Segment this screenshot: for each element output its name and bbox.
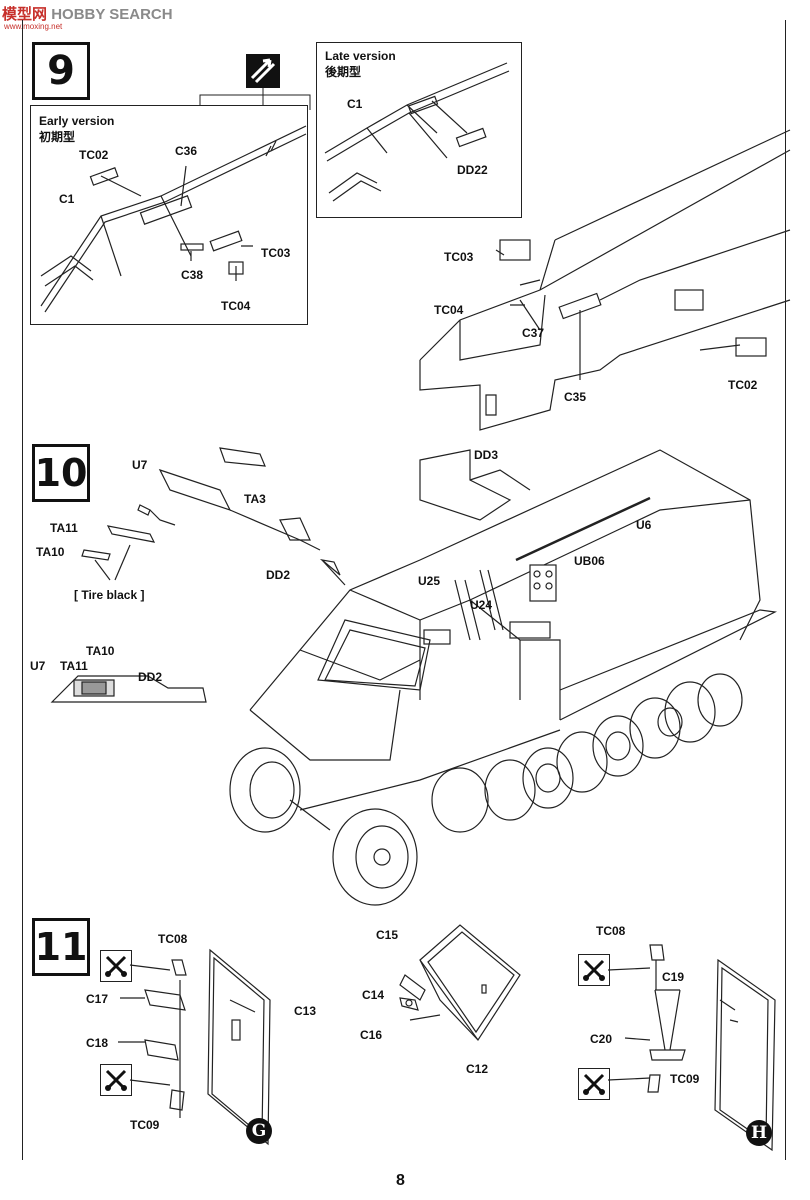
swap-arrow-icon: [246, 54, 280, 88]
label-u25: U25: [418, 574, 441, 588]
label-tc09-h: TC09: [670, 1072, 700, 1086]
label-u24: U24: [470, 598, 493, 612]
label-tc04-early: TC04: [221, 299, 251, 313]
label-tc04-main: TC04: [434, 303, 464, 317]
label-c12: C12: [466, 1062, 489, 1076]
scissors-icon: [105, 1069, 127, 1091]
label-tc02-main: TC02: [728, 378, 758, 392]
cut-icon: [578, 1068, 610, 1100]
late-version-title-jp: 後期型: [325, 65, 362, 79]
watermark-url: www.moxing.net: [4, 22, 63, 31]
early-version-panel: Early version 初期型 TC02 C36 C1 TC03 C38 T…: [30, 105, 308, 325]
label-c36: C36: [175, 144, 198, 158]
watermark-logo: 模型网 HOBBY SEARCH: [2, 3, 173, 24]
subassembly-h-badge: H: [746, 1120, 772, 1146]
early-version-title-jp: 初期型: [39, 130, 76, 144]
label-c38: C38: [181, 268, 204, 282]
late-version-panel: Late version 後期型 C1 DD22: [316, 42, 522, 218]
label-c15: C15: [376, 928, 399, 942]
cut-icon: [100, 1064, 132, 1096]
label-ub06: UB06: [574, 554, 605, 568]
step-10-number: 10: [32, 444, 90, 502]
inset-label-dd2: DD2: [138, 670, 163, 684]
step-11-number: 11: [32, 918, 90, 976]
label-c18: C18: [86, 1036, 109, 1050]
label-tc03-main: TC03: [444, 250, 474, 264]
tire-black-note: [ Tire black ]: [74, 588, 145, 602]
label-c37: C37: [522, 326, 545, 340]
page-frame: [22, 20, 786, 1160]
late-version-drawing: [324, 62, 510, 202]
label-c19: C19: [662, 970, 685, 984]
label-ta10: TA10: [36, 545, 65, 559]
scissors-icon: [583, 959, 605, 981]
scissors-icon: [105, 955, 127, 977]
early-version-title: Early version: [39, 114, 115, 128]
label-dd3: DD3: [474, 448, 499, 462]
early-version-drawing: [40, 125, 307, 313]
inset-label-ta10: TA10: [86, 644, 115, 658]
label-ta11: TA11: [50, 521, 78, 535]
scissors-icon: [583, 1073, 605, 1095]
step-9-number: 9: [32, 42, 90, 100]
label-tc09-g: TC09: [130, 1118, 160, 1132]
inset-label-u7: U7: [30, 659, 46, 673]
page-number: 8: [396, 1172, 405, 1189]
label-tc08-h: TC08: [596, 924, 626, 938]
label-c16: C16: [360, 1028, 383, 1042]
label-c20: C20: [590, 1032, 613, 1046]
label-tc03-early: TC03: [261, 246, 291, 260]
late-version-title: Late version: [325, 49, 396, 63]
cut-icon: [100, 950, 132, 982]
label-u7: U7: [132, 458, 148, 472]
label-u6: U6: [636, 518, 652, 532]
step10-inset-panel: [48, 672, 208, 704]
label-c14: C14: [362, 988, 385, 1002]
label-ta3: TA3: [244, 492, 266, 506]
label-tc02-early: TC02: [79, 148, 109, 162]
step10-inset-drawing: [50, 675, 207, 703]
label-c1-late: C1: [347, 97, 363, 111]
label-c1-early: C1: [59, 192, 75, 206]
inset-label-ta11: TA11: [60, 659, 88, 673]
label-dd2: DD2: [266, 568, 291, 582]
label-c35: C35: [564, 390, 587, 404]
label-tc08-g: TC08: [158, 932, 188, 946]
watermark-logo-red: 模型网: [2, 6, 48, 23]
watermark-logo-grey: HOBBY SEARCH: [51, 6, 173, 23]
label-c17: C17: [86, 992, 109, 1006]
label-dd22: DD22: [457, 163, 488, 177]
subassembly-g-badge: G: [246, 1118, 272, 1144]
label-c13: C13: [294, 1004, 317, 1018]
